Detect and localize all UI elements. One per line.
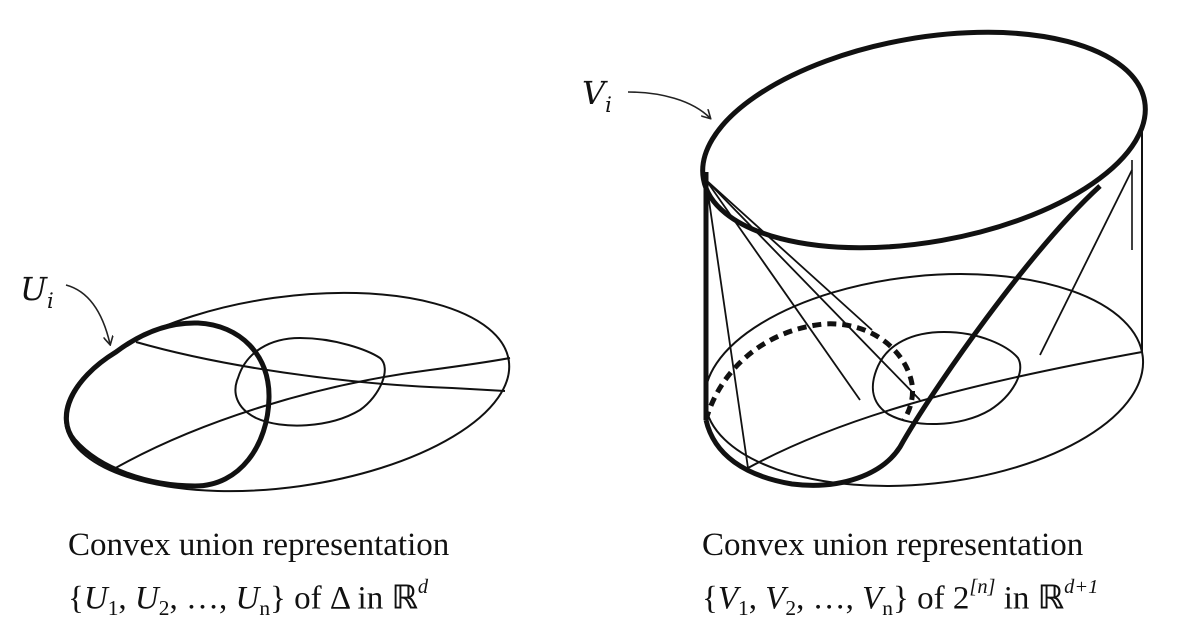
label-Ui: Ui [20, 270, 54, 313]
left-in-word: in [357, 580, 384, 617]
left-space-sup: d [417, 576, 429, 598]
right-set-item-n-sub: n [882, 595, 894, 620]
right-caption-line-1: Convex union representation [702, 527, 1084, 563]
left-set-item-2-sub: 2 [158, 595, 170, 620]
left-set-ellipsis: … [185, 580, 219, 617]
left-set-item-n: U [235, 580, 260, 617]
right-space-sup: d+1 [1064, 576, 1099, 598]
left-caption: Convex union representation {U1, U2, …, … [68, 524, 449, 629]
right-label-arrow [627, 91, 710, 118]
right-set-item-n: V [862, 580, 883, 617]
left-complex-symbol: Δ [329, 580, 350, 617]
right-caption-line-2: {V1, V2, …, Vn} of 2[n] in ℝd+1 [702, 576, 1099, 620]
left-figure: Ui [20, 270, 511, 493]
left-set-item-n-sub: n [259, 595, 271, 620]
left-chord-2 [111, 357, 511, 471]
left-of-word: of [294, 580, 322, 617]
left-set-item-1: U [83, 580, 108, 617]
left-set-close: } [270, 580, 286, 617]
label-Vi: Vi [582, 74, 612, 117]
fan-line-5 [1039, 169, 1133, 356]
fan-line-1 [705, 179, 749, 469]
right-set-item-2: V [765, 580, 786, 617]
right-set-item-1-sub: 1 [738, 595, 749, 620]
left-caption-line-2: {U1, U2, …, Un} of Δ in ℝd [68, 576, 429, 620]
left-region-Ui [64, 320, 272, 489]
right-base-ellipse [703, 273, 1145, 487]
right-space-symbol: ℝ [1037, 577, 1065, 617]
left-outer-ellipse [63, 291, 511, 493]
left-set-open: { [68, 580, 84, 617]
right-boolean-lattice-sup: [n] [969, 576, 996, 598]
right-base-chord-1 [747, 351, 1143, 469]
left-set-item-2: U [134, 580, 159, 617]
right-of-word: of [917, 580, 945, 617]
right-set-item-2-sub: 2 [785, 595, 797, 620]
right-set-item-1: V [717, 580, 739, 617]
left-caption-line-1: Convex union representation [68, 527, 450, 563]
left-inner-region [234, 336, 386, 427]
fan-line-4 [705, 179, 873, 331]
right-in-word: in [1003, 580, 1030, 617]
left-label-arrow [65, 284, 110, 344]
right-boolean-lattice: 2 [952, 580, 970, 617]
right-top-ellipse-Vi [700, 29, 1148, 251]
right-set-open: { [702, 580, 718, 617]
left-chord-1 [135, 341, 506, 392]
right-set-close: } [893, 580, 909, 617]
right-figure: Vi [582, 29, 1148, 488]
right-region-Vi-front [703, 184, 1102, 488]
left-space-symbol: ℝ [391, 577, 418, 617]
right-set-ellipsis: … [812, 580, 846, 617]
right-region-Vi-hidden [703, 321, 915, 422]
fan-line-3 [705, 179, 921, 401]
left-set-item-1-sub: 1 [107, 595, 119, 620]
right-inner-region [871, 330, 1022, 426]
right-caption: Convex union representation {V1, V2, …, … [702, 524, 1098, 629]
